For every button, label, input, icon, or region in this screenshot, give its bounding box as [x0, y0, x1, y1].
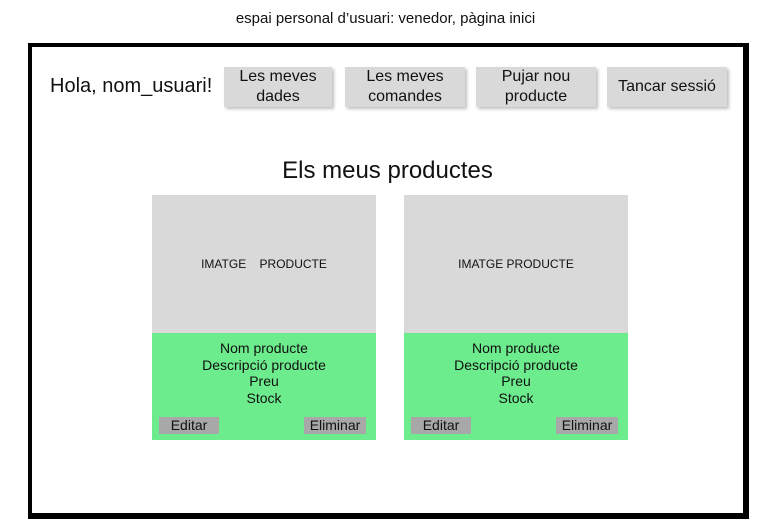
- my-orders-button[interactable]: Les meves comandes: [345, 67, 465, 107]
- app-window: Hola, nom_usuari! Les meves dades Les me…: [28, 43, 749, 519]
- my-orders-button-label: Les meves comandes: [366, 68, 444, 105]
- upload-product-button[interactable]: Pujar nou producte: [476, 67, 596, 107]
- delete-product-button[interactable]: Eliminar: [556, 417, 618, 434]
- product-stock: Stock: [498, 389, 534, 406]
- page-title: Els meus productes: [282, 157, 493, 184]
- product-image-placeholder: IMATGE PRODUCTE: [152, 195, 376, 333]
- my-data-button[interactable]: Les meves dades: [224, 67, 332, 107]
- product-card: IMATGE PRODUCTE Nom producte Descripció …: [404, 195, 628, 440]
- product-card: IMATGE PRODUCTE Nom producte Descripció …: [152, 195, 376, 440]
- my-data-button-label: Les meves dades: [239, 68, 317, 105]
- edit-product-button[interactable]: Editar: [411, 417, 471, 434]
- product-info: Nom producte Descripció producte Preu St…: [152, 333, 376, 440]
- delete-product-button[interactable]: Eliminar: [304, 417, 366, 434]
- wireframe-caption: espai personal d’usuari: venedor, pàgina…: [235, 10, 536, 27]
- edit-product-button[interactable]: Editar: [159, 417, 219, 434]
- logout-button-label: Tancar sessió: [618, 78, 716, 95]
- product-description: Descripció producte: [454, 356, 578, 373]
- product-description: Descripció producte: [202, 356, 326, 373]
- logout-button[interactable]: Tancar sessió: [607, 67, 727, 107]
- product-name: Nom producte: [472, 340, 560, 356]
- product-name: Nom producte: [220, 340, 308, 356]
- product-price: Preu: [249, 373, 279, 389]
- product-stock: Stock: [246, 389, 282, 406]
- product-price: Preu: [501, 373, 531, 389]
- product-info: Nom producte Descripció producte Preu St…: [404, 333, 628, 440]
- user-greeting: Hola, nom_usuari!: [50, 75, 213, 97]
- upload-product-button-label: Pujar nou producte: [501, 68, 571, 105]
- product-image-placeholder: IMATGE PRODUCTE: [404, 195, 628, 333]
